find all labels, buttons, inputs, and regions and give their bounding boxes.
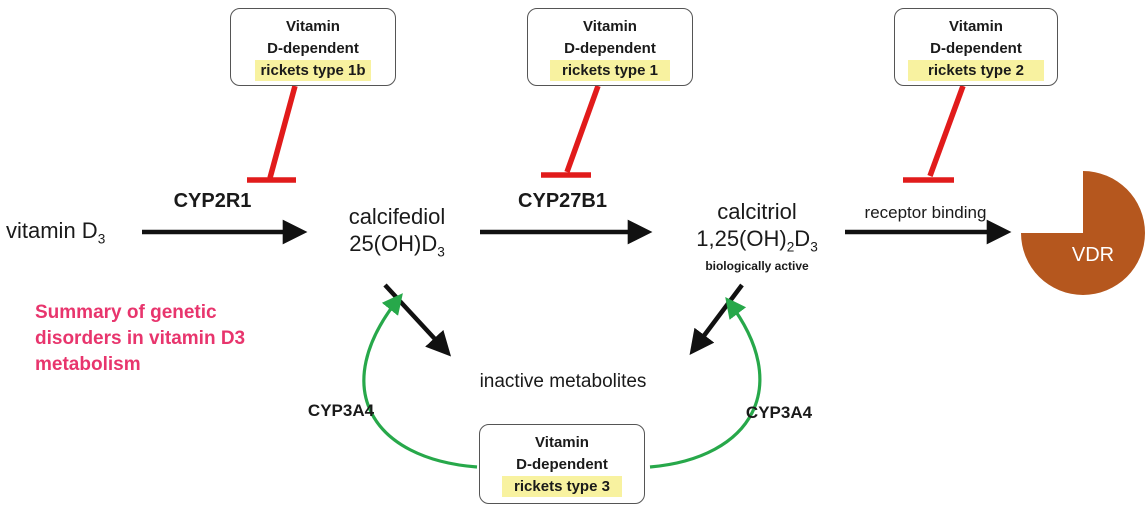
box-line: Vitamin — [286, 18, 340, 35]
box-line: D-dependent — [267, 39, 359, 57]
arrow-calcitriol-to-inactive — [689, 283, 744, 355]
formula-text: D — [794, 226, 811, 251]
box-line: D-dependent — [516, 455, 608, 473]
green-arrow-cyp3a4-left — [362, 293, 478, 469]
inhibition-tbar-rickets-2 — [903, 85, 966, 183]
calcifediol-formula: 25(OH)D3 — [320, 230, 474, 260]
enzyme-cyp27b1-label: CYP27B1 — [518, 190, 607, 212]
calcifediol-name: calcifediol — [348, 204, 446, 229]
vitamin-d-text: vitamin D — [6, 218, 98, 243]
calcitriol-name: calcitriol — [717, 199, 797, 224]
enzyme-cyp3a4-right-label: CYP3A4 — [745, 403, 813, 422]
biologically-active-note: biologically active — [705, 259, 809, 273]
highlighted-disorder-name: rickets type 3 — [502, 475, 622, 498]
enzyme-cyp2r1-label: CYP2R1 — [173, 190, 252, 212]
vdr-label: VDR — [1071, 244, 1115, 266]
arrow-calcifediol-to-inactive — [383, 283, 452, 357]
box-line: Vitamin — [535, 434, 589, 451]
calcitriol-label: calcitriol 1,25(OH)2D3 biologically acti… — [672, 198, 842, 280]
box-line: Vitamin — [949, 18, 1003, 35]
receptor-binding-label: receptor binding — [864, 203, 987, 222]
vitamin-d-subscript: 3 — [97, 231, 106, 247]
disorder-box-rickets-type-1: Vitamin D-dependent rickets type 1 — [527, 8, 693, 86]
calcifediol-label: calcifediol 25(OH)D3 — [320, 203, 474, 260]
vitamin-d3-label: vitamin D3 — [6, 217, 138, 247]
highlighted-disorder-name: rickets type 1 — [550, 59, 670, 82]
inactive-metabolites-label: inactive metabolites — [479, 371, 647, 392]
highlighted-disorder-name: rickets type 2 — [908, 59, 1044, 82]
box-line: D-dependent — [564, 39, 656, 57]
vdr-receptor-shape — [1021, 171, 1145, 295]
disorder-box-rickets-type-1b: Vitamin D-dependent rickets type 1b — [230, 8, 396, 86]
highlighted-disorder-name: rickets type 1b — [255, 59, 371, 82]
diagram-title: Summary of genetic disorders in vitamin … — [35, 302, 246, 375]
disorder-box-rickets-type-3: Vitamin D-dependent rickets type 3 — [479, 424, 645, 504]
formula-subscript: 2 — [786, 239, 795, 255]
calcitriol-formula: 1,25(OH)2D3 — [672, 225, 842, 255]
enzyme-cyp3a4-left-label: CYP3A4 — [307, 401, 375, 420]
disorder-box-rickets-type-2: Vitamin D-dependent rickets type 2 — [894, 8, 1058, 86]
box-line: Vitamin — [583, 18, 637, 35]
formula-subscript: 3 — [437, 244, 445, 260]
formula-text: 25(OH)D — [349, 231, 438, 256]
formula-text: 1,25(OH) — [696, 226, 787, 251]
box-line: D-dependent — [930, 39, 1022, 57]
formula-subscript: 3 — [810, 239, 818, 255]
green-arrow-cyp3a4-right — [649, 297, 762, 469]
inhibition-tbar-rickets-1b — [247, 85, 298, 183]
inhibition-tbar-rickets-1 — [541, 85, 601, 178]
